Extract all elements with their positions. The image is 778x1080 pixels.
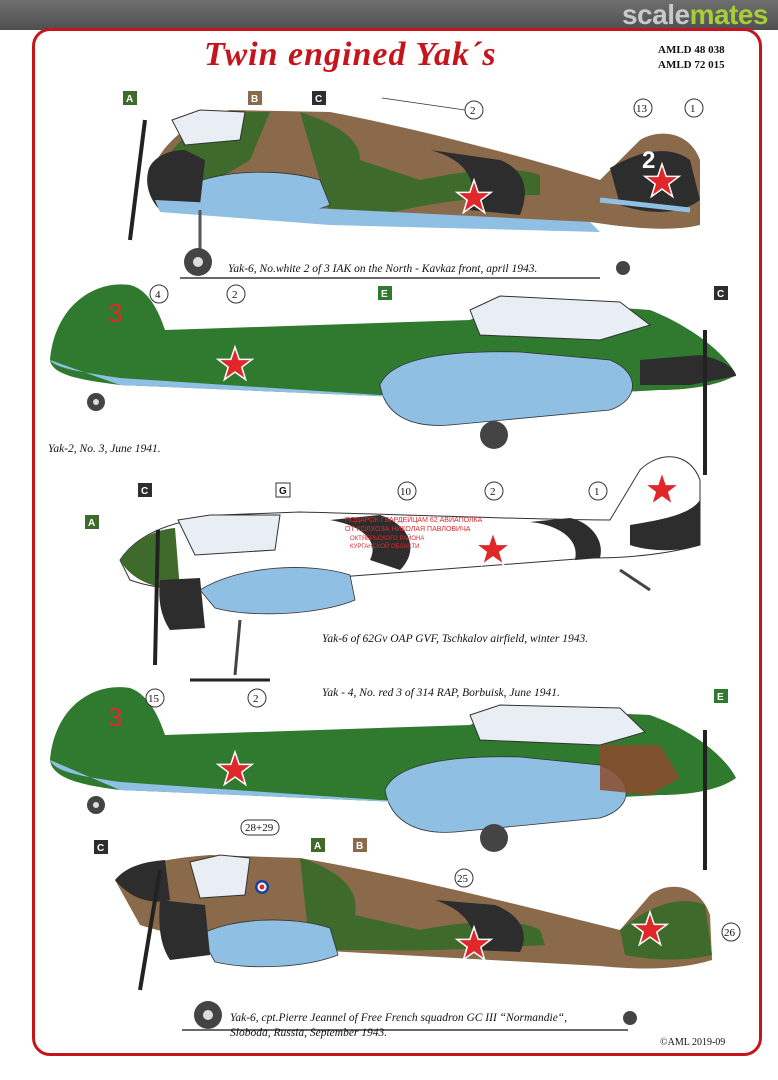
callout-label: 2 bbox=[253, 693, 259, 705]
site-header-bar: scalemates bbox=[0, 0, 778, 30]
caption-profile-5-line1: Yak-6, cpt.Pierre Jeannel of Free French… bbox=[230, 1012, 568, 1024]
product-code-72: AMLD 72 015 bbox=[658, 59, 725, 71]
swatch-label: A bbox=[126, 94, 133, 105]
color-swatches: A B C E C C A G E C A B bbox=[85, 91, 728, 854]
callout-label: 2 bbox=[490, 486, 496, 498]
callout-label: 13 bbox=[636, 103, 648, 115]
product-code-48: AMLD 48 038 bbox=[658, 44, 725, 56]
swatch-label: C bbox=[141, 486, 148, 497]
callout-label: 1 bbox=[594, 486, 600, 498]
callout-label: 1 bbox=[690, 103, 696, 115]
tail-number: 2 bbox=[642, 147, 655, 174]
copyright-notice: ©AML 2019-09 bbox=[660, 1037, 726, 1048]
sheet-frame bbox=[32, 28, 762, 1056]
dedication-line-2: ОТ КОЛХОЗА НИКОЛАЯ ПАВЛОВИЧА bbox=[345, 526, 471, 533]
caption-profile-4: Yak - 4, No. red 3 of 314 RAP, Borbuisk,… bbox=[322, 687, 560, 699]
profile-yak2-no3: 3 bbox=[50, 284, 736, 475]
profile-yak6-normandie bbox=[115, 854, 712, 1031]
swatch-label: A bbox=[314, 841, 321, 852]
callout-label: 2 bbox=[470, 105, 476, 117]
callout-label: 2 bbox=[232, 289, 238, 301]
swatch-label: E bbox=[381, 289, 388, 300]
swatch-label: B bbox=[356, 841, 363, 852]
swatch-label: C bbox=[315, 94, 322, 105]
profile-yak6-winter: ПОДАРОК ГВАРДЕЙЦАМ 62 АВИАПОЛКА ОТ КОЛХО… bbox=[119, 456, 701, 682]
dedication-line-3: ОКТЯБРЬСКОГО РАЙОНА bbox=[350, 534, 424, 542]
callout-label: 15 bbox=[148, 693, 160, 705]
swatch-label: B bbox=[251, 94, 258, 105]
caption-profile-1: Yak-6, No.white 2 of 3 IAK on the North … bbox=[228, 263, 538, 275]
dedication-line-1: ПОДАРОК ГВАРДЕЙЦАМ 62 АВИАПОЛКА bbox=[345, 515, 483, 524]
profile-yak6-white2: 2 bbox=[128, 109, 700, 279]
tail-number: 3 bbox=[108, 298, 122, 328]
caption-profile-3: Yak-6 of 62Gv OAP GVF, Tschkalov airfiel… bbox=[322, 633, 589, 645]
swatch-label: C bbox=[97, 843, 104, 854]
profile-yak4-red3: 3 bbox=[50, 687, 736, 870]
scalemates-logo[interactable]: scalemates bbox=[621, 0, 769, 30]
swatch-label: G bbox=[279, 486, 287, 497]
callout-label: 4 bbox=[155, 289, 161, 301]
sheet-title: Twin engined Yak´s bbox=[204, 36, 497, 73]
callout-label: 28+29 bbox=[245, 822, 274, 834]
decal-callouts: 2 13 1 4 2 10 2 1 15 2 28+29 25 26 bbox=[145, 97, 741, 942]
caption-profile-5-line2: Sloboda, Russia, September 1943. bbox=[230, 1027, 388, 1039]
dedication-line-4: КУРГАНСКОЙ ОБЛАСТИ bbox=[350, 542, 420, 550]
callout-label: 25 bbox=[457, 873, 469, 885]
swatch-label: A bbox=[88, 518, 95, 529]
callout-label: 26 bbox=[724, 927, 736, 939]
swatch-label: E bbox=[717, 692, 724, 703]
tail-number: 3 bbox=[108, 702, 122, 732]
callout-label: 10 bbox=[400, 486, 412, 498]
swatch-label: C bbox=[717, 289, 724, 300]
caption-profile-2: Yak-2, No. 3, June 1941. bbox=[48, 443, 161, 455]
